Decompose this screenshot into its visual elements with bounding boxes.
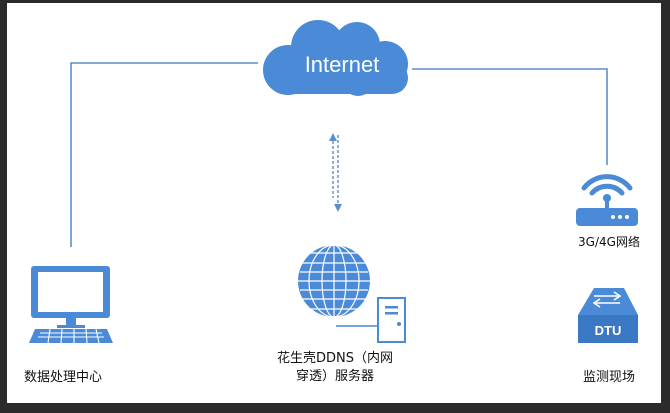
ddns-server-label-line1: 花生壳DDNS（内网: [277, 351, 393, 366]
bidirectional-arrow-icon: [329, 133, 342, 212]
globe-icon: [298, 244, 370, 318]
line-internet-network: [412, 68, 608, 165]
computer-icon: [29, 266, 113, 344]
monitoring-site-label: 监测现场: [582, 370, 635, 385]
server-icon: [377, 297, 406, 343]
internet-cloud-icon: [263, 20, 408, 96]
wireless-router-icon: [576, 174, 638, 226]
data-center-label: 数据处理中心: [24, 370, 103, 385]
dtu-label: DTU: [595, 323, 622, 338]
internet-label: Internet: [305, 52, 380, 77]
ddns-server-label-line2: 穿透）服务器: [295, 369, 374, 384]
line-datacenter-internet: [70, 62, 258, 247]
network-label: 3G/4G网络: [578, 235, 640, 249]
dtu-device-icon: DTU: [578, 288, 638, 343]
